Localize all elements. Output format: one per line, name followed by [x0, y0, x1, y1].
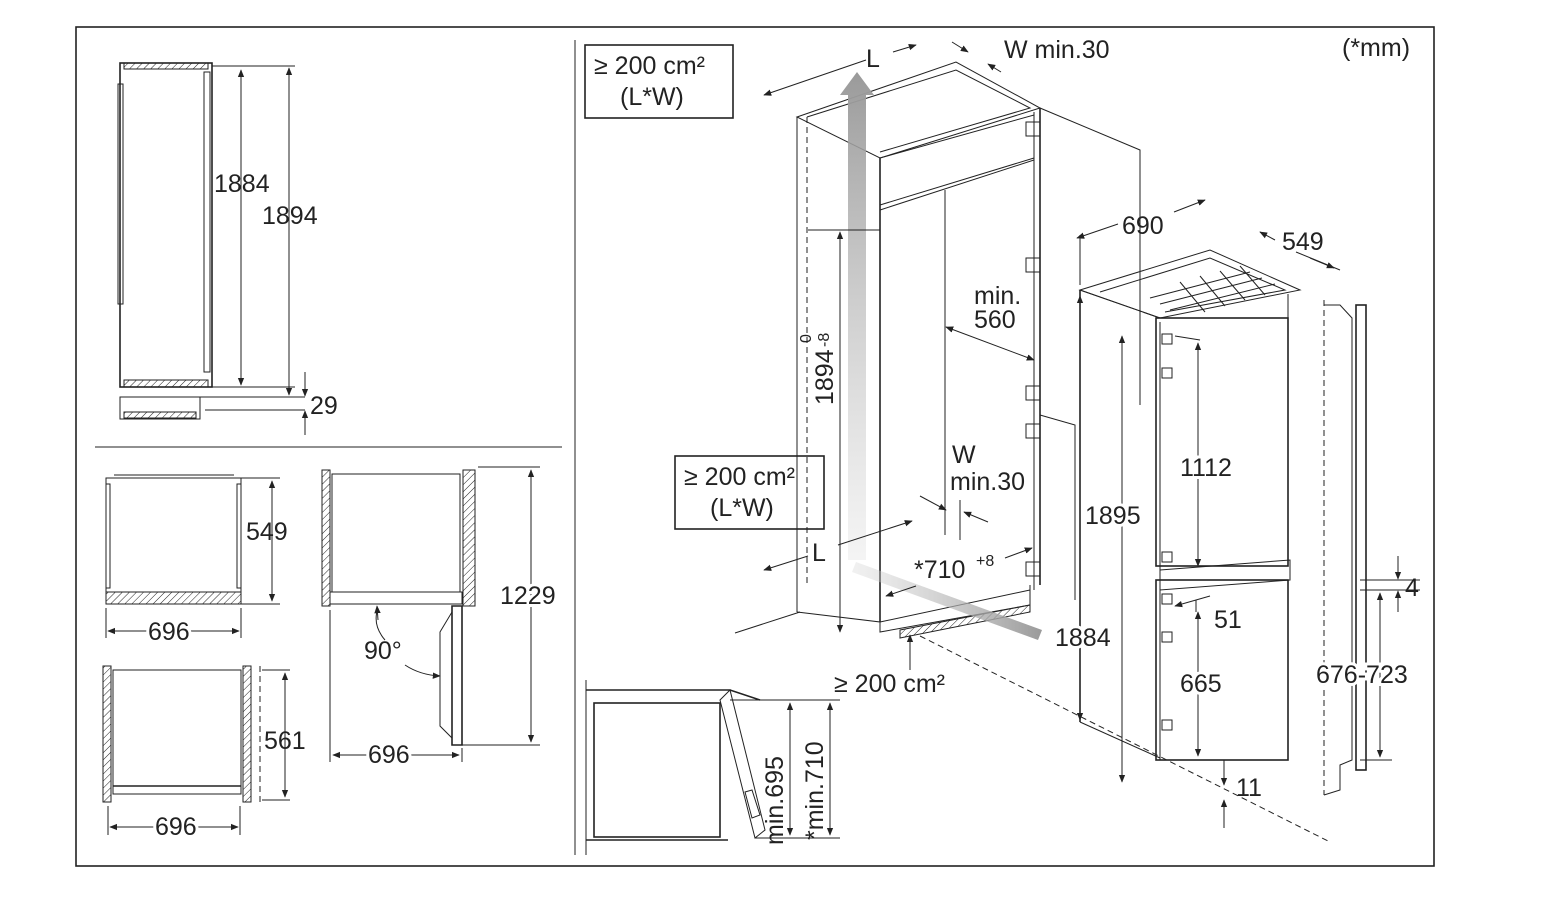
appliance-gap-11: 11: [1236, 774, 1262, 802]
vent-box-bottom: [674, 455, 825, 530]
appliance-height-665: 665: [1180, 670, 1222, 698]
plan-b-depth-561: 561: [264, 727, 306, 755]
vent-bottom-formula: (L*W): [710, 494, 774, 522]
niche-cabinet: [734, 41, 1331, 843]
plan-b-width-696: 696: [155, 813, 197, 841]
plan-a-depth-549: 549: [246, 518, 288, 546]
vent-box-top: [584, 44, 734, 119]
door-angle-90: 90°: [364, 637, 402, 665]
vent-L-bottom: L: [812, 539, 826, 567]
niche-height-label: 1894 0 -8: [798, 333, 839, 405]
vent-top-area: ≥ 200 cm²: [594, 52, 705, 80]
drawing-frame: [75, 26, 1435, 867]
door-width-696: 696: [368, 741, 410, 769]
appliance-height-1884: 1884: [1055, 624, 1111, 652]
panel-range-676-723: 676-723: [1316, 661, 1408, 689]
vent-floor-area: ≥ 200 cm²: [834, 670, 945, 698]
niche-width-plus8: +8: [976, 553, 994, 570]
niche-width-710: *710: [914, 556, 965, 584]
appliance-height-1112: 1112: [1180, 454, 1232, 482]
appliance-offset-51: 51: [1214, 606, 1242, 634]
appliance-width-690: 690: [1122, 212, 1164, 240]
door-depth-1229: 1229: [500, 582, 556, 610]
vent-W-bottom-letter: W: [952, 441, 976, 469]
plan-a-width-696: 696: [148, 618, 190, 646]
detail-min-710: *min.710: [801, 741, 829, 840]
appliance-height-1895: 1895: [1085, 502, 1141, 530]
plan-view-b: [102, 665, 290, 835]
units-note: (*mm): [1342, 34, 1410, 62]
vent-bottom-area: ≥ 200 cm²: [684, 463, 795, 491]
side-gap-29: 29: [310, 392, 338, 420]
appliance-depth-549: 549: [1282, 228, 1324, 256]
appliance: [1076, 199, 1341, 828]
plan-view-door-swing: [321, 466, 540, 762]
niche-height-1894: 1894: [811, 349, 839, 405]
side-view: [117, 62, 309, 435]
vent-W-top: W min.30: [1004, 36, 1110, 64]
door-panel: [1323, 300, 1420, 796]
side-height-1894: 1894: [262, 202, 318, 230]
vent-top-formula: (L*W): [620, 83, 684, 111]
niche-min-label: min.: [974, 282, 1021, 310]
vent-L-top: L: [866, 45, 880, 73]
plan-view-a: [105, 474, 280, 638]
niche-tolerance-plus: 0: [798, 334, 815, 343]
vent-W-bottom-min: min.30: [950, 468, 1025, 496]
niche-tolerance-minus: -8: [816, 333, 833, 347]
panel-gap-4: 4: [1405, 574, 1419, 602]
side-height-1884: 1884: [214, 170, 270, 198]
detail-min-695: min.695: [761, 756, 789, 845]
niche-min-560: 560: [974, 306, 1016, 334]
detail-door-clearance: [585, 680, 840, 855]
